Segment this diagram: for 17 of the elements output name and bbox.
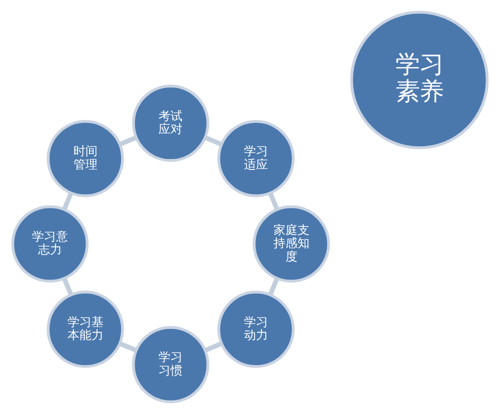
node-circle: 学习素养	[350, 10, 489, 150]
node-circle: 学习基本能力	[46, 290, 124, 368]
connector	[118, 135, 137, 146]
node-circle: 时间管理	[46, 120, 124, 198]
connector	[268, 278, 280, 296]
node-circle: 学习意志力	[11, 205, 89, 283]
connector	[62, 192, 74, 210]
node-circle: 考试应对	[132, 84, 210, 162]
node-circle: 学习适应	[217, 120, 295, 198]
connector	[268, 192, 280, 210]
node-circle: 学习习惯	[132, 326, 210, 404]
node-circle: 学习动力	[217, 290, 295, 368]
node-circle: 家庭支持感知度	[252, 205, 330, 283]
connector	[204, 341, 222, 352]
connector	[62, 278, 74, 296]
connector	[204, 135, 222, 146]
connector	[119, 341, 138, 353]
